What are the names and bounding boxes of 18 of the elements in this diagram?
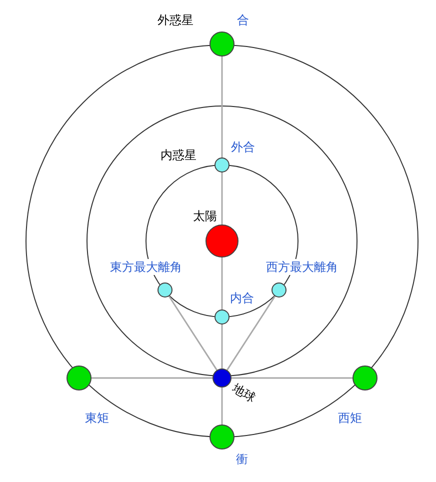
position-label: 西矩 (337, 410, 363, 426)
position-label: 太陽 (192, 208, 218, 224)
sight-line (221, 387, 223, 425)
sight-line (221, 172, 223, 225)
orbit-label: 外惑星 (158, 12, 194, 28)
sight-line (168, 295, 218, 371)
orbit-label: 内惑星 (160, 147, 196, 163)
position-label: 外合 (230, 139, 256, 155)
position-label: 合 (236, 12, 250, 28)
position-label: 東矩 (84, 410, 110, 426)
sight-line (221, 324, 223, 369)
position-label: 衝 (236, 451, 248, 467)
sight-line (221, 257, 223, 310)
sight-line (231, 377, 353, 379)
sight-line (91, 377, 213, 379)
sight-line (221, 56, 223, 158)
sight-line (226, 295, 276, 371)
position-label: 内合 (229, 290, 255, 306)
